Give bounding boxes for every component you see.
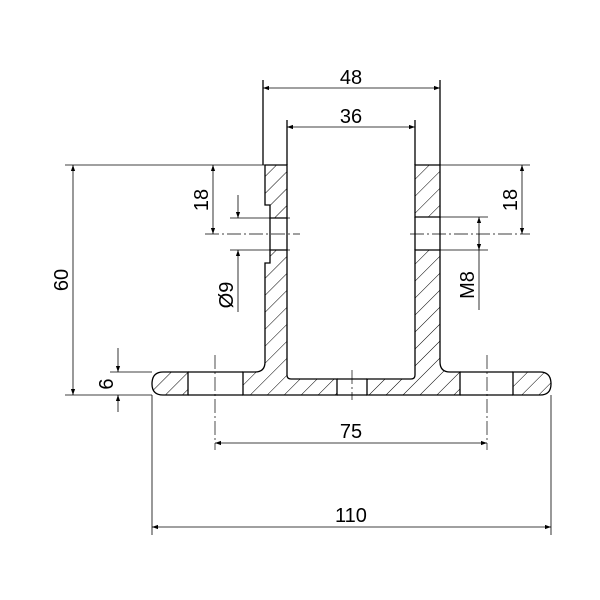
extension-lines	[65, 164, 552, 535]
center-lines	[205, 233, 530, 450]
dim-inner-width: 36	[340, 106, 362, 128]
dim-hole-spacing: 75	[340, 421, 362, 443]
left-wall-and-flange	[242, 249, 338, 396]
right-flange-end	[512, 371, 552, 396]
dim-flange-thickness: 6	[96, 378, 118, 389]
right-wall-and-flange	[366, 249, 461, 396]
dim-hole-height-right: 18	[500, 189, 522, 211]
dimension-lines	[70, 85, 551, 530]
dim-hole-height-left: 18	[191, 189, 213, 211]
dim-overall-width: 110	[335, 505, 367, 527]
dim-outer-width: 48	[340, 67, 362, 89]
part-section	[151, 80, 552, 396]
right-wall-top	[414, 164, 441, 218]
left-wall-top	[264, 164, 288, 219]
left-flange-end	[151, 371, 189, 396]
dim-hole-diameter: Ø9	[216, 282, 238, 309]
dim-height: 60	[51, 269, 73, 291]
dim-thread: M8	[457, 271, 479, 299]
